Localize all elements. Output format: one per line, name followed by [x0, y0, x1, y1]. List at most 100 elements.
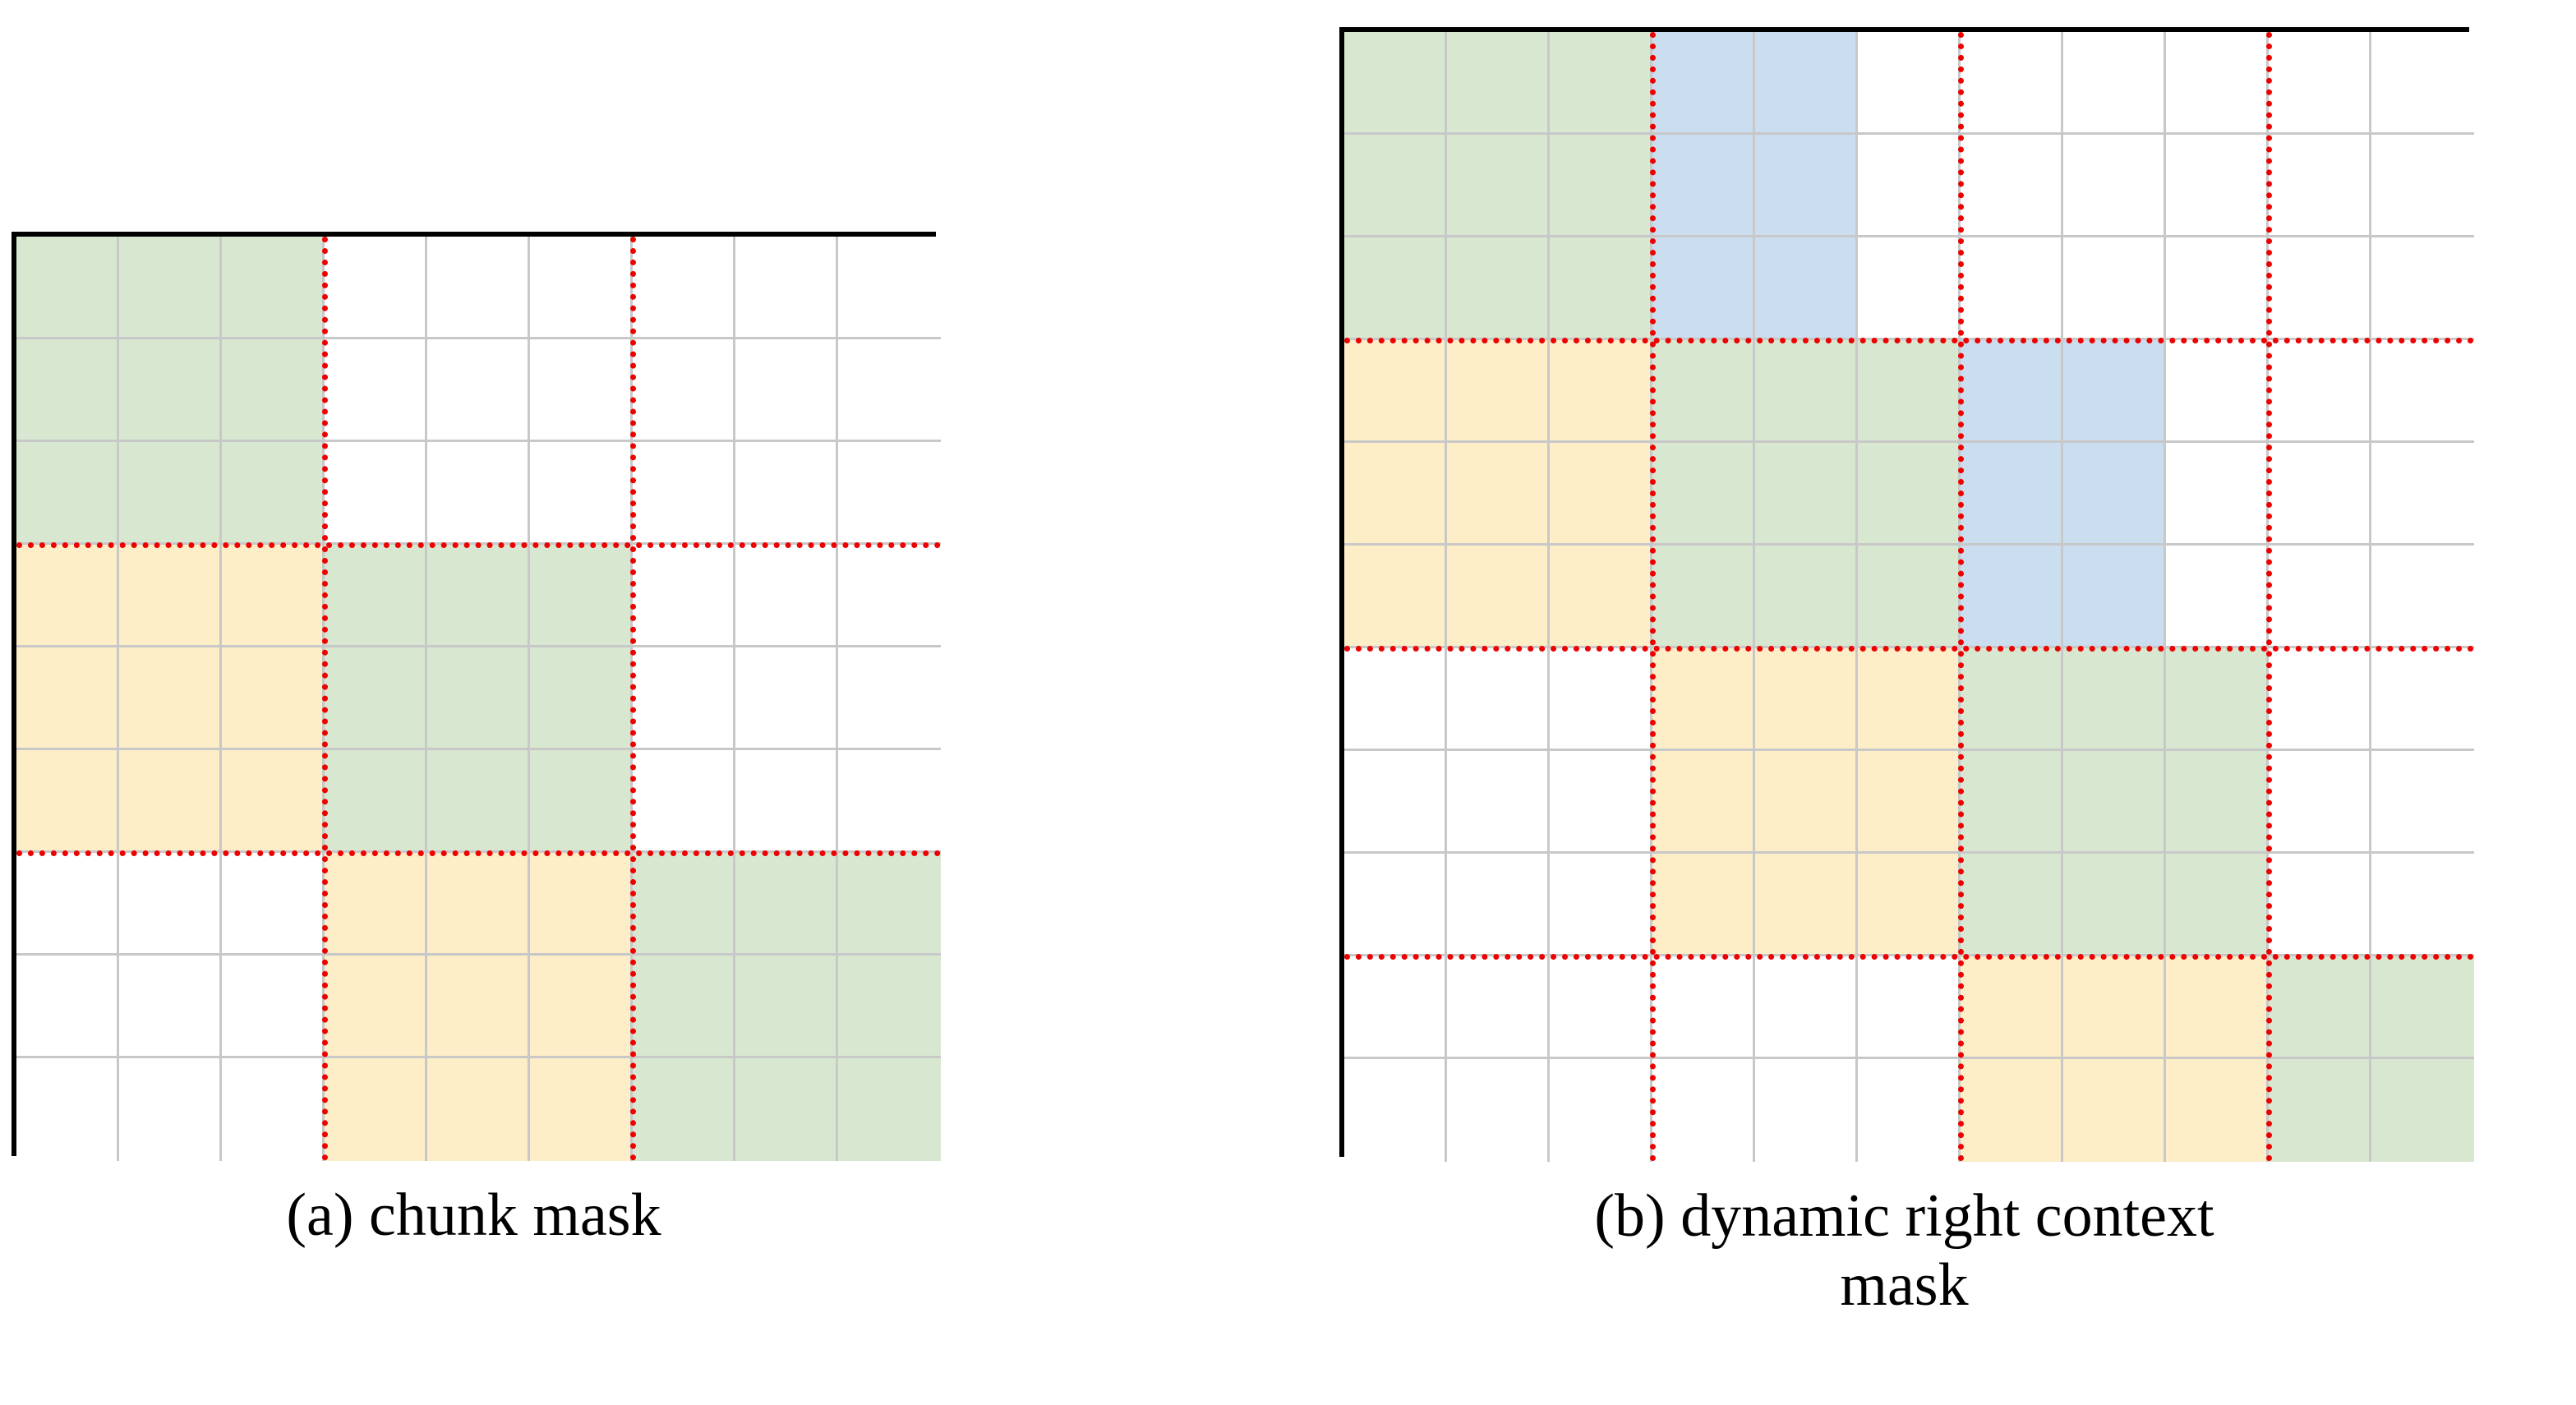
mask-cell [2166, 1059, 2269, 1162]
mask-cell [2371, 32, 2474, 135]
mask-cell [2269, 135, 2371, 237]
mask-cell [838, 1058, 941, 1161]
chunk-divider-vertical [1650, 32, 1656, 1162]
mask-cell [119, 853, 222, 956]
chunk-divider-horizontal [1344, 954, 2474, 960]
mask-cell [1344, 1059, 1447, 1162]
mask-cell [633, 545, 735, 647]
mask-cell [325, 750, 427, 853]
mask-cell [2371, 443, 2474, 546]
mask-cell [1550, 443, 1652, 546]
mask-cell [838, 647, 941, 750]
mask-cell [838, 853, 941, 956]
mask-cell [1652, 340, 1755, 443]
mask-cell [2371, 546, 2474, 648]
mask-cell [1652, 237, 1755, 340]
mask-cell [427, 956, 530, 1058]
mask-cell [1447, 751, 1550, 854]
mask-cell [119, 237, 222, 339]
mask-cell [735, 1058, 838, 1161]
mask-cell [530, 1058, 633, 1161]
mask-cell [325, 956, 427, 1058]
mask-cell [2166, 32, 2269, 135]
caption-dynamic-right-context-mask: (b) dynamic right context mask [1594, 1182, 2214, 1319]
mask-cell [119, 442, 222, 545]
mask-cell [1344, 956, 1447, 1059]
mask-cell [325, 442, 427, 545]
mask-cell [2269, 648, 2371, 751]
mask-cell [633, 956, 735, 1058]
chunk-divider-vertical [322, 237, 328, 1161]
mask-cell [427, 237, 530, 339]
mask-cell [427, 853, 530, 956]
mask-cell [2166, 751, 2269, 854]
mask-cell [1858, 648, 1961, 751]
mask-cell [222, 956, 325, 1058]
mask-cell [1652, 32, 1755, 135]
mask-cell [325, 237, 427, 339]
mask-cell [530, 545, 633, 647]
mask-cell [1755, 751, 1858, 854]
mask-cell [530, 750, 633, 853]
mask-cell [222, 647, 325, 750]
mask-cell [530, 647, 633, 750]
mask-cell [119, 750, 222, 853]
mask-cell [427, 750, 530, 853]
mask-cell [1755, 135, 1858, 237]
mask-cell [119, 647, 222, 750]
mask-cell [427, 545, 530, 647]
mask-cell [530, 237, 633, 339]
mask-cell [1652, 135, 1755, 237]
mask-cell [2269, 546, 2371, 648]
mask-cell [1447, 854, 1550, 956]
mask-cell [1961, 135, 2063, 237]
caption-chunk-mask: (a) chunk mask [286, 1182, 661, 1249]
chunk-divider-horizontal [1344, 646, 2474, 652]
mask-cell [325, 1058, 427, 1161]
mask-cell [1344, 546, 1447, 648]
mask-cell [2166, 340, 2269, 443]
mask-cell [1858, 546, 1961, 648]
mask-cell [1652, 546, 1755, 648]
mask-cell [838, 339, 941, 442]
mask-cell [1961, 1059, 2063, 1162]
mask-cell [838, 956, 941, 1058]
mask-cell [1858, 854, 1961, 956]
mask-cell [119, 545, 222, 647]
mask-cell [2063, 751, 2166, 854]
mask-cell [633, 853, 735, 956]
mask-cell [633, 237, 735, 339]
mask-cell [1858, 32, 1961, 135]
mask-cell [1858, 237, 1961, 340]
mask-cell [1961, 546, 2063, 648]
mask-cell [1550, 956, 1652, 1059]
mask-cell [16, 442, 119, 545]
mask-cell [1344, 135, 1447, 237]
mask-cell [2371, 854, 2474, 956]
mask-cell [16, 647, 119, 750]
mask-cell [1344, 32, 1447, 135]
mask-cell [325, 545, 427, 647]
mask-cell [2269, 237, 2371, 340]
chunk-divider-vertical [630, 237, 636, 1161]
mask-cell [838, 237, 941, 339]
mask-cell [1550, 135, 1652, 237]
mask-cell [2063, 546, 2166, 648]
chunk-mask-grid [12, 232, 941, 1161]
mask-cell [2063, 237, 2166, 340]
mask-cell [530, 853, 633, 956]
mask-cell [735, 956, 838, 1058]
mask-cell [1755, 956, 1858, 1059]
mask-cell [633, 647, 735, 750]
chunk-divider-horizontal [16, 542, 941, 548]
mask-cell [633, 339, 735, 442]
mask-cell [735, 545, 838, 647]
mask-cell [2063, 443, 2166, 546]
mask-cell [1961, 751, 2063, 854]
mask-cell [530, 339, 633, 442]
chunk-divider-vertical [2266, 32, 2272, 1162]
mask-cell [427, 1058, 530, 1161]
mask-cell [427, 442, 530, 545]
mask-cell [1652, 751, 1755, 854]
mask-cell [1447, 1059, 1550, 1162]
